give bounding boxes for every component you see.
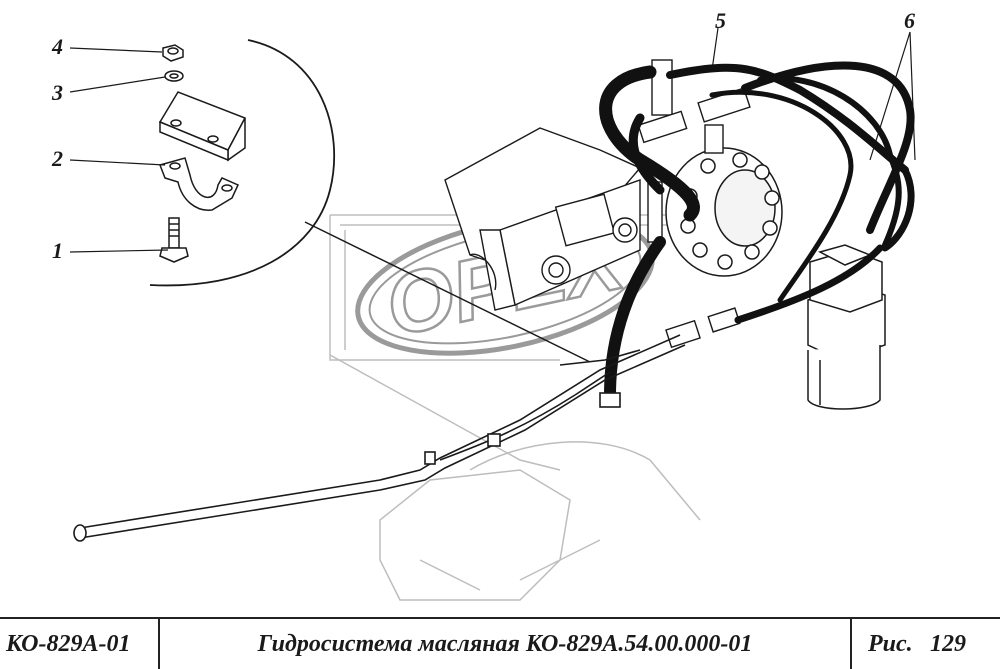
pipelines <box>73 334 686 542</box>
drawing-title: Гидросистема масляная КО-829А.54.00.000-… <box>257 630 753 657</box>
figure-number: 129 <box>930 630 966 657</box>
bolt-part <box>159 217 189 263</box>
hydraulic-system-drawing: OPEX <box>69 27 916 601</box>
callout-6: 6 <box>904 8 915 33</box>
detail-view-arc <box>149 39 336 287</box>
valve-block <box>807 244 886 410</box>
detail-leader-line <box>304 221 591 363</box>
callout-leaders <box>69 27 916 253</box>
vehicle-frame-ghost <box>329 214 721 601</box>
title-block-divider <box>158 619 160 669</box>
pipe-fittings <box>637 59 751 349</box>
title-block-divider <box>850 619 852 669</box>
model-number: КО-829А-01 <box>6 630 131 657</box>
pump-assembly <box>444 127 642 311</box>
callout-5: 5 <box>715 8 726 33</box>
title-block: КО-829А-01 Гидросистема масляная КО-829А… <box>0 617 1000 669</box>
callout-2: 2 <box>52 146 63 171</box>
callout-4: 4 <box>52 34 63 59</box>
nut-part <box>162 44 184 62</box>
flange-motor <box>665 147 783 277</box>
clamp-part <box>159 157 240 211</box>
callout-1: 1 <box>52 238 63 263</box>
bracket-part <box>158 91 247 162</box>
washer-part <box>164 70 184 82</box>
callout-3: 3 <box>52 80 63 105</box>
figure-label: Рис. <box>868 630 913 657</box>
hydraulic-hoses <box>599 61 915 401</box>
